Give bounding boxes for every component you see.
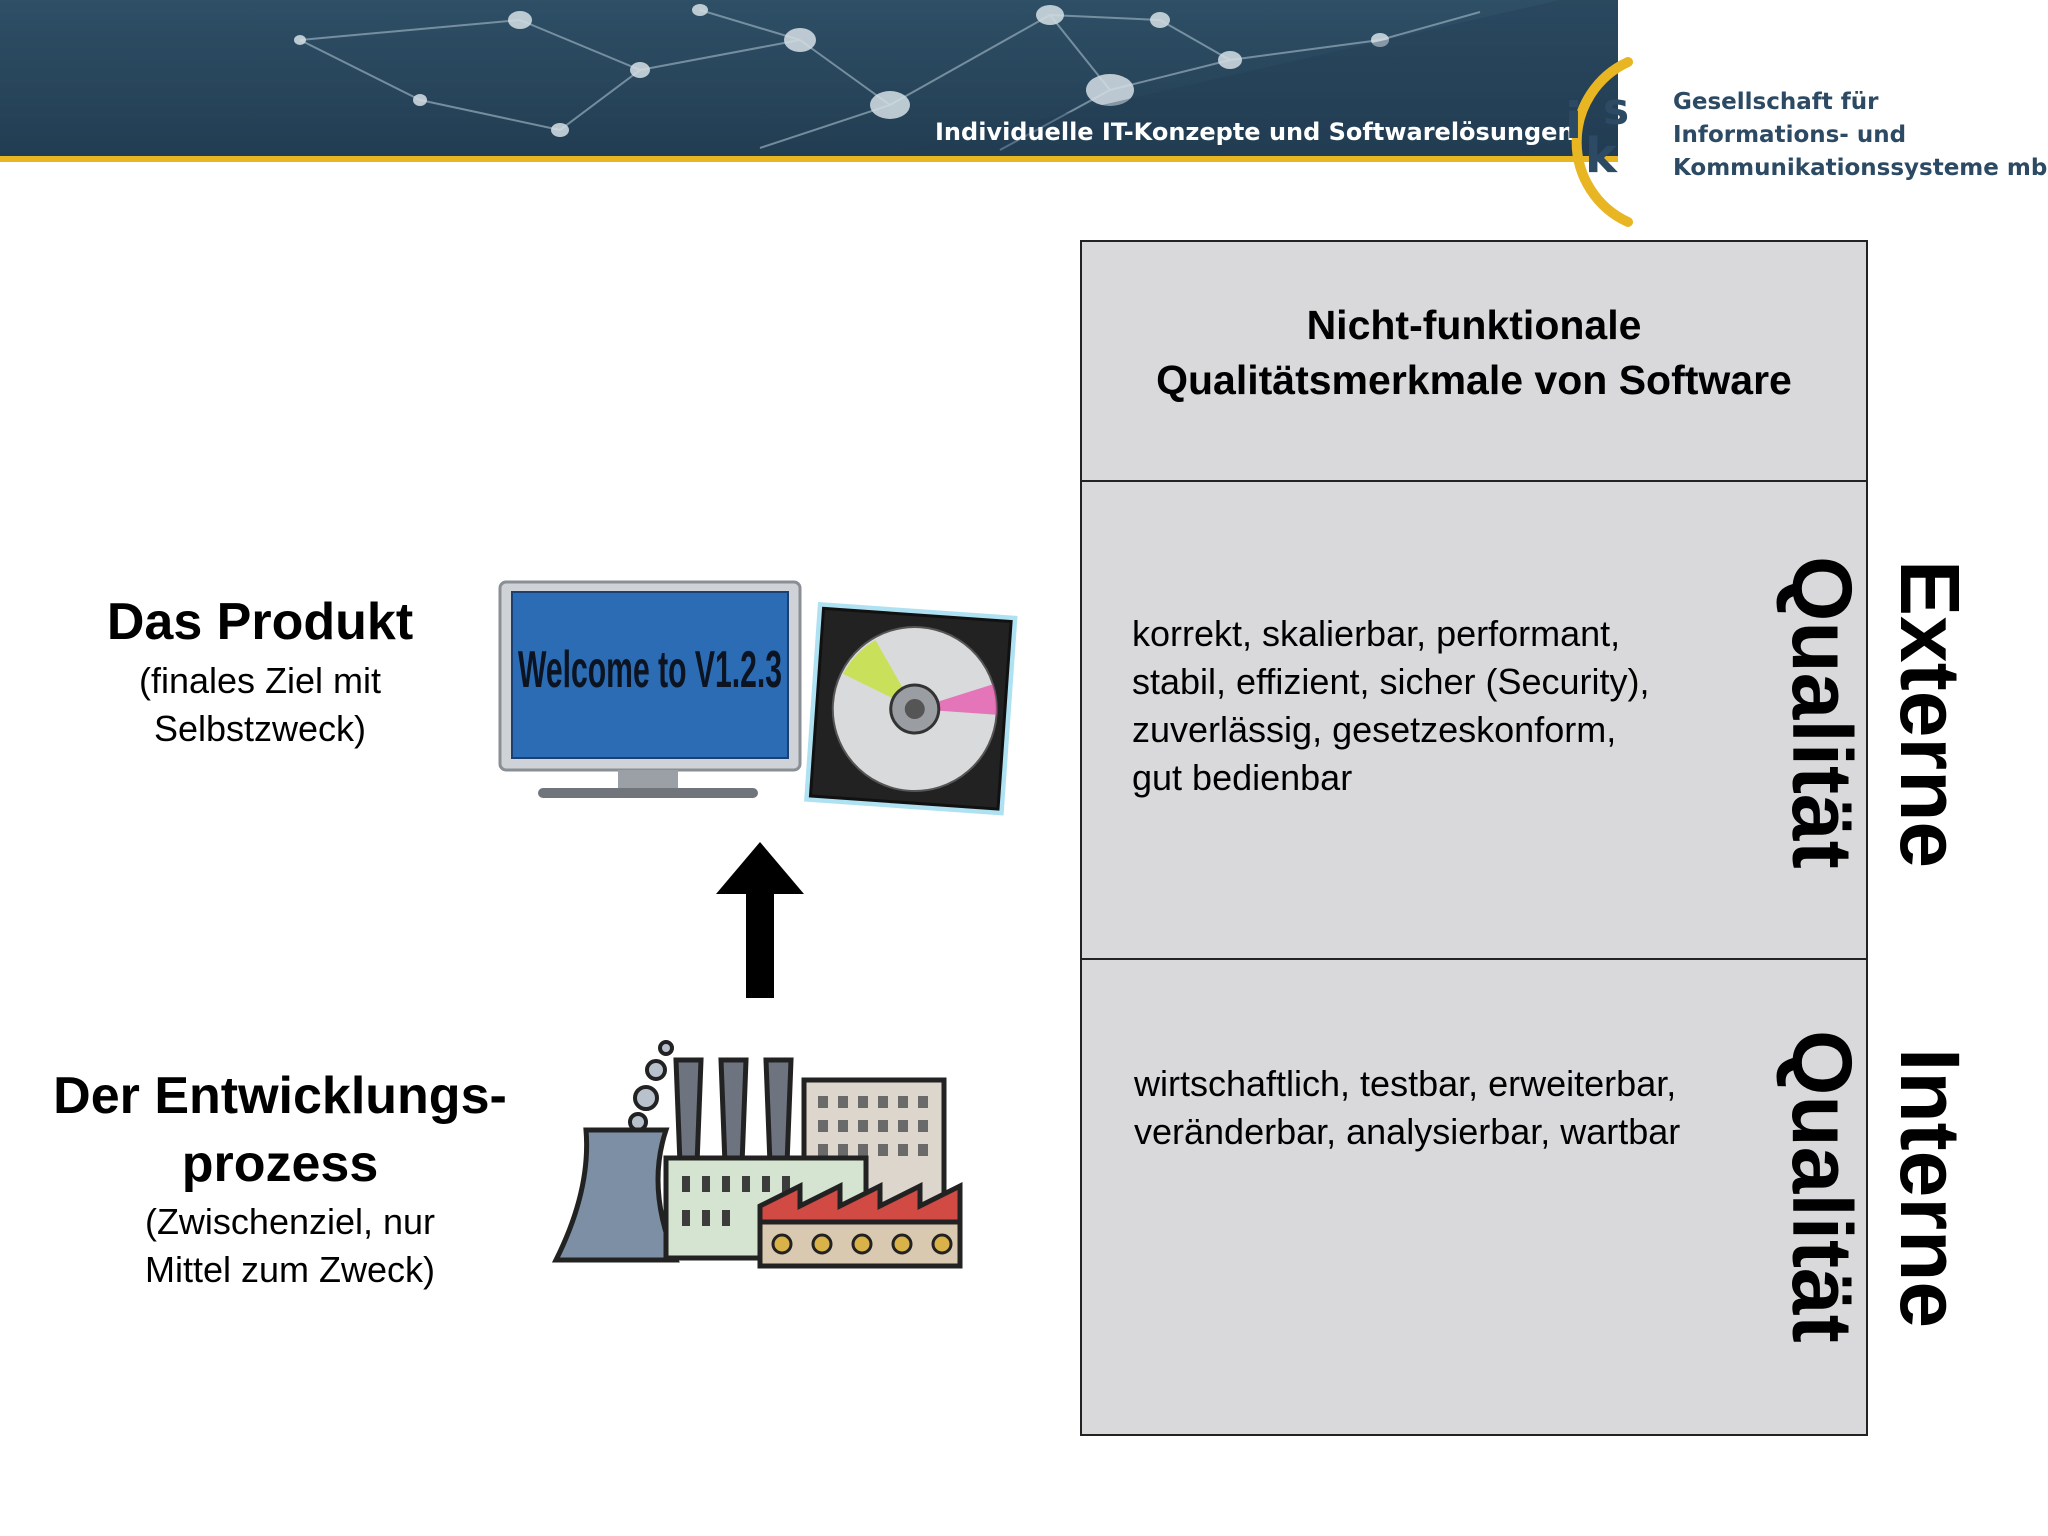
banner-accent-line [0, 156, 1618, 162]
external-quality-line: gut bedienbar [1132, 757, 1353, 798]
quality-table: Nicht-funktionale Qualitätsmerkmale von … [1080, 240, 1868, 1436]
logo-letter-i: i [1565, 92, 1582, 150]
monitor-icon: Welcome to V1.2.3 [498, 580, 802, 798]
table-heading-line: Nicht-funktionale [1306, 302, 1642, 348]
monitor-and-cd-illustration: Welcome to V1.2.3 [498, 580, 1018, 816]
company-line: Informations- und [1673, 122, 1907, 148]
external-quality-label-qualitaet: Qualität [1775, 556, 1869, 869]
cooling-tower-icon [551, 1127, 680, 1263]
logo-arc-icon [1571, 57, 1633, 227]
product-title: Das Produkt [106, 593, 414, 651]
external-quality-text: korrekt, skalierbar, performant, stabil,… [1132, 610, 1732, 802]
factory-illustration [551, 1040, 963, 1269]
external-quality-label-externe: Externe [1883, 560, 1977, 869]
header-banner: Individuelle IT-Konzepte und Softwarelös… [0, 0, 1618, 156]
company-line: Gesellschaft für [1673, 89, 1879, 115]
external-quality-line: korrekt, skalierbar, performant, [1132, 613, 1621, 654]
cd-case-icon [804, 602, 1018, 816]
internal-quality-cell: wirtschaftlich, testbar, erweiterbar, ve… [1082, 960, 1866, 1434]
external-quality-line: zuverlässig, gesetzeskonform, [1132, 709, 1617, 750]
logo-letter-s: s [1603, 86, 1629, 135]
company-name: Gesellschaft für Informations- und Kommu… [1673, 86, 2048, 185]
internal-quality-line: veränderbar, analysierbar, wartbar [1134, 1111, 1681, 1152]
process-title-line: Der Entwicklungs- [53, 1067, 507, 1125]
iks-logo: i s k [1563, 84, 1653, 184]
network-graphic [294, 0, 1618, 156]
process-title: Der Entwicklungs- prozess [20, 1062, 540, 1198]
tagline: Individuelle IT-Konzepte und Softwarelös… [935, 118, 1575, 146]
internal-quality-label-interne: Interne [1883, 1048, 1977, 1329]
table-heading: Nicht-funktionale Qualitätsmerkmale von … [1082, 298, 1866, 408]
internal-quality-text: wirtschaftlich, testbar, erweiterbar, ve… [1134, 1060, 1774, 1156]
product-subtitle: (finales Ziel mit Selbstzweck) [60, 657, 460, 753]
external-quality-line: stabil, effizient, sicher (Security), [1132, 661, 1650, 702]
process-subtitle-line: Mittel zum Zweck) [144, 1249, 436, 1290]
company-line: Kommunikationssysteme mbH [1673, 155, 2048, 181]
internal-quality-label-qualitaet: Qualität [1775, 1030, 1869, 1343]
internal-quality-line: wirtschaftlich, testbar, erweiterbar, [1134, 1063, 1677, 1104]
product-subtitle-line: (finales Ziel mit [138, 660, 382, 701]
process-subtitle: (Zwischenziel, nur Mittel zum Zweck) [40, 1198, 540, 1294]
table-header-cell: Nicht-funktionale Qualitätsmerkmale von … [1082, 242, 1866, 482]
product-subtitle-line: Selbstzweck) [153, 708, 367, 749]
logo-letter-k: k [1585, 128, 1618, 176]
process-title-line: prozess [181, 1135, 379, 1193]
up-arrow-icon [716, 842, 804, 998]
process-subtitle-line: (Zwischenziel, nur [144, 1201, 436, 1242]
table-heading-line: Qualitätsmerkmale von Software [1156, 357, 1792, 403]
monitor-screen-text: Welcome to V1.2.3 [518, 641, 782, 699]
external-quality-cell: korrekt, skalierbar, performant, stabil,… [1082, 482, 1866, 960]
